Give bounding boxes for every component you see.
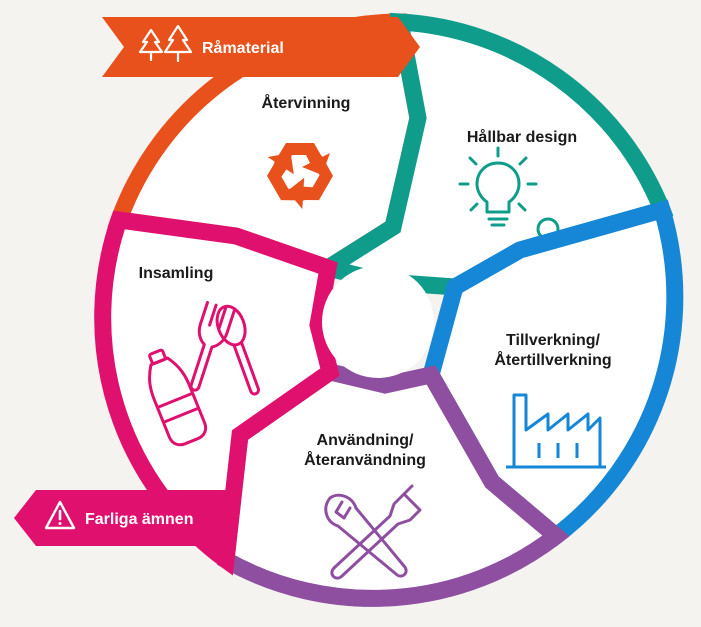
warning-icon: [44, 500, 76, 530]
segment-insamling-label: Insamling: [139, 265, 214, 282]
banner-farliga-label: Farliga ämnen: [85, 511, 193, 528]
banner-ramaterial: Råmaterial: [102, 17, 420, 77]
banner-ramaterial-label: Råmaterial: [202, 39, 284, 57]
recycle-icon: [259, 143, 339, 214]
bottle-cutlery-icon: [148, 300, 260, 447]
segment-tillverkning-label-line1: Tillverkning/: [506, 332, 601, 349]
segment-hallbar-design-label: Hållbar design: [467, 128, 577, 146]
tools-icon: [324, 484, 422, 580]
segment-anvandning-label-line2: Återanvändning: [304, 450, 426, 469]
center-hub: [322, 266, 434, 378]
factory-icon: [506, 393, 606, 469]
banner-farliga-shape: [14, 490, 230, 546]
segment-atervinning-label: Återvinning: [262, 93, 351, 112]
segment-tillverkning-label-line2: Återtillverkning: [494, 350, 611, 369]
segment-anvandning-label-line1: Användning/: [317, 432, 414, 449]
banner-farliga: Farliga ämnen: [14, 490, 230, 546]
trees-icon: [138, 24, 193, 63]
